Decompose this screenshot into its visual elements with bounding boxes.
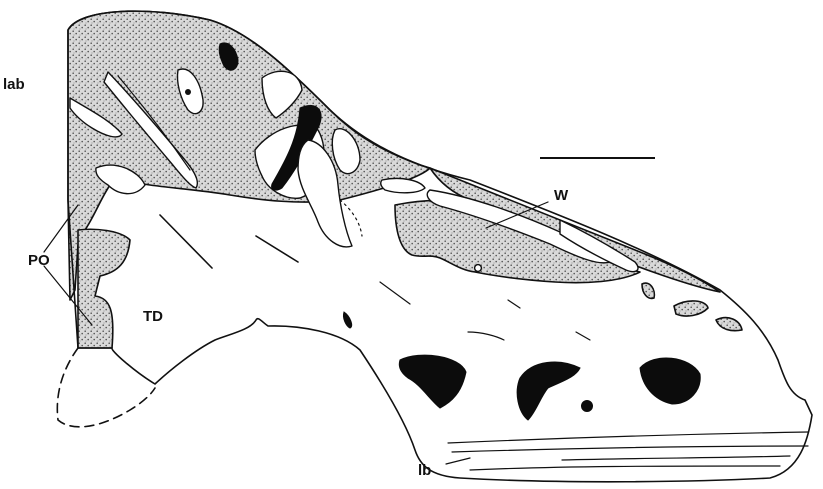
stroke-6 (576, 332, 590, 340)
stroke-1 (160, 215, 212, 268)
lb-line-2 (452, 446, 808, 452)
label-lb: lb (418, 462, 431, 479)
stippled-tissue-po (78, 229, 130, 348)
dashed-extension (57, 348, 155, 427)
stroke-4 (508, 300, 520, 308)
canal-dot (185, 89, 191, 95)
lb-line-3 (562, 456, 790, 460)
label-td: TD (143, 308, 163, 325)
label-lab: lab (3, 76, 25, 93)
blob-right-1 (642, 283, 654, 298)
lb-line-4 (470, 466, 780, 470)
w-canal-dot (475, 265, 482, 272)
blob-right-2 (674, 301, 708, 316)
stroke-5 (468, 332, 504, 340)
stroke-dot-left (343, 312, 351, 328)
w-canal-upper (381, 178, 425, 192)
lb-line-1 (448, 432, 808, 443)
dark-blob-2 (517, 362, 580, 420)
label-w: W (554, 187, 569, 204)
dark-blob-3 (640, 358, 700, 404)
stroke-2 (256, 236, 298, 262)
dark-blob-1 (399, 355, 466, 408)
dark-dot (582, 401, 593, 412)
stroke-3 (380, 282, 410, 304)
lb-leader (446, 458, 470, 464)
label-po: PO (28, 252, 50, 269)
blob-right-3 (716, 318, 742, 331)
